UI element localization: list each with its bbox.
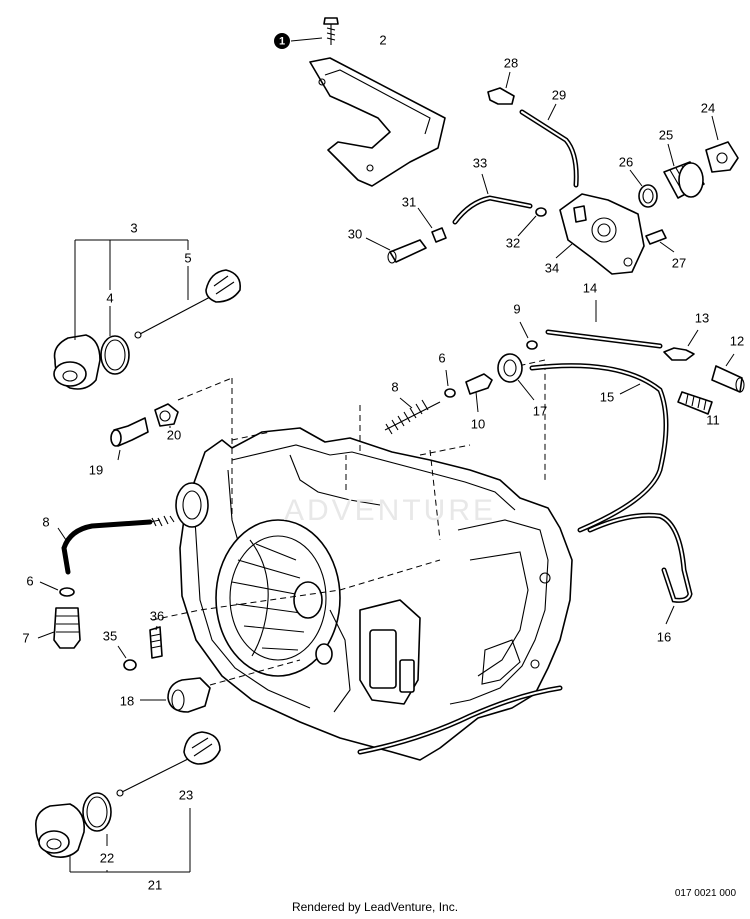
crankcase-housing [175,427,573,761]
callout-marker-label: 1 [279,36,285,48]
oil-cap-assembly [34,731,221,873]
oil-feed-parts [384,353,535,435]
part-label-23: 23 [179,788,193,803]
part-label-5: 5 [184,251,191,266]
small-hardware-35-36 [117,625,163,671]
part-label-31: 31 [402,195,416,210]
part-label-8: 8 [42,515,49,530]
part-label-33: 33 [473,156,487,171]
part-label-35: 35 [103,629,117,644]
part-label-28: 28 [504,56,518,71]
part-label-29: 29 [552,88,566,103]
part-label-36: 36 [150,609,164,624]
part-label-25: 25 [659,128,673,143]
part-label-27: 27 [672,256,686,271]
vent-valve-parts [110,403,179,461]
part-label-8: 8 [391,380,398,395]
primer-bulb [140,677,211,713]
bar-plate [309,57,446,187]
part-label-14: 14 [583,281,597,296]
part-label-10: 10 [471,417,485,432]
screw-callout-1: 1 [274,17,339,49]
part-label-6: 6 [438,351,445,366]
part-label-22: 22 [100,851,114,866]
part-label-20: 20 [167,428,181,443]
part-label-13: 13 [695,311,709,326]
part-label-32: 32 [506,236,520,251]
oil-pump-area [315,599,421,713]
part-label-9: 9 [513,302,520,317]
part-label-30: 30 [348,227,362,242]
oil-fittings-11-13 [663,329,745,415]
part-label-16: 16 [657,630,671,645]
part-label-6: 6 [26,574,33,589]
oil-pump-assembly [365,71,739,275]
part-label-17: 17 [533,404,547,419]
part-label-4: 4 [106,291,113,306]
part-label-34: 34 [545,261,559,276]
part-label-7: 7 [22,631,29,646]
flywheel-fan [215,519,341,677]
fuel-cap-assembly [53,239,242,390]
fuel-hose-and-filter [37,515,175,649]
part-label-15: 15 [600,390,614,405]
part-label-21: 21 [148,878,162,893]
part-label-26: 26 [619,155,633,170]
rendered-by-footer: Rendered by LeadVenture, Inc. [291,900,459,914]
part-label-11: 11 [706,413,720,428]
part-label-3: 3 [130,221,137,236]
callout-marker [274,33,290,49]
part-label-2: 2 [379,33,386,48]
part-label-19: 19 [89,463,103,478]
assembly-guide-lines [151,359,546,686]
oil-hoses [519,300,693,625]
watermark-text: ADVENTURE [284,494,496,527]
drawing-code: 017 0021 000 [674,888,736,899]
part-label-18: 18 [120,694,134,709]
part-label-24: 24 [701,101,715,116]
part-label-12: 12 [730,334,744,349]
